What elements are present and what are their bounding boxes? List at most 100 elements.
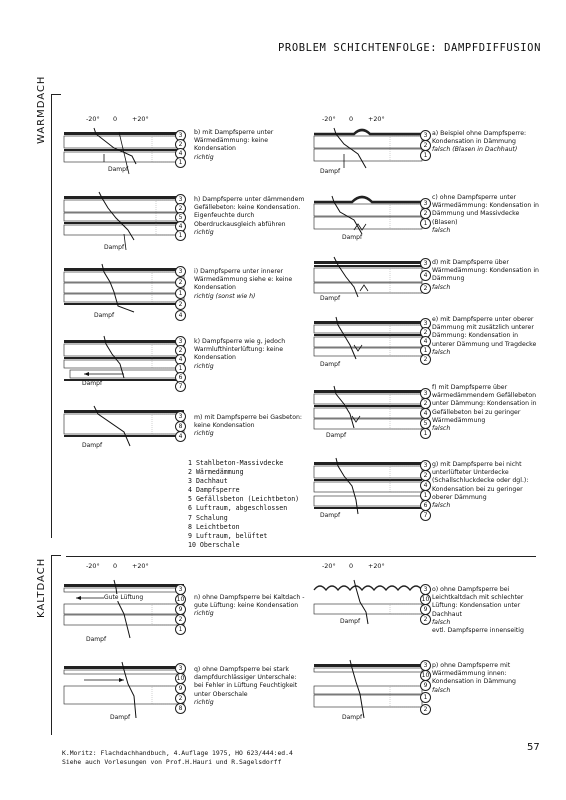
description-case-h: h) Dampfsperre unter dämmendem Gefällebe… xyxy=(194,196,306,237)
scale-min: -20° xyxy=(86,562,100,570)
kaltdach-divider xyxy=(51,555,52,735)
layer-number: 2 xyxy=(420,354,431,365)
case-verdict: richtig xyxy=(194,362,214,370)
case-verdict: richtig xyxy=(194,153,214,161)
description-case-n: n) ohne Dampfsperre bei Kaltdach - gute … xyxy=(194,594,306,619)
legend-item: 6 Luftraum, abgeschlossen xyxy=(188,504,288,513)
case-text: k) Dampfsperre wie g, jedoch Warmlufthin… xyxy=(194,338,286,362)
dampf-label: Dampf xyxy=(320,361,341,368)
legend-item: 2 Wärmedämmung xyxy=(188,468,244,477)
diagram-case-o: Dampf xyxy=(313,578,423,636)
case-text: n) ohne Dampfsperre bei Kaltdach - gute … xyxy=(194,594,305,610)
description-case-f: f) mit Dampfsperre über wärmedämmendem G… xyxy=(432,384,540,433)
description-case-i: i) Dampfsperre unter innerer Wärmedämmun… xyxy=(194,268,306,301)
diagram-case-i: Dampf xyxy=(63,262,185,324)
dampf-label: Dampf xyxy=(320,512,341,519)
case-text: g) mit Dampfsperre bei nicht unterlüftet… xyxy=(432,461,529,501)
legend-item: 5 Gefällsbeton (Leichtbeton) xyxy=(188,495,300,504)
dampf-label: Dampf xyxy=(320,168,341,175)
diagram-case-a: Dampf xyxy=(313,124,423,180)
diagram-case-g: Dampf xyxy=(313,456,423,524)
temperature-scale-right: -20° 0 +20° xyxy=(322,115,402,124)
warmdach-top-tick xyxy=(51,94,61,95)
legend-item: 10 Oberschale xyxy=(188,540,240,549)
case-verdict: falsch xyxy=(432,502,451,510)
case-note: evtl. Dampfsperre innenseitig xyxy=(432,627,524,635)
legend-item: 1 Stahlbeton-Massivdecke xyxy=(188,459,284,467)
case-verdict: falsch xyxy=(432,348,451,356)
diagram-case-b: Dampf xyxy=(63,124,185,180)
case-verdict: falsch xyxy=(432,425,451,433)
scale-zero: 0 xyxy=(113,115,118,123)
case-verdict: richtig xyxy=(194,430,214,438)
scale-zero: 0 xyxy=(349,115,354,123)
dampf-label: Dampf xyxy=(82,442,103,449)
temperature-scale-kalt-left: -20° 0 +20° xyxy=(86,562,166,571)
case-verdict: richtig (sonst wie h) xyxy=(194,292,256,300)
layer-number: 2 xyxy=(420,614,431,625)
layer-number: 1 xyxy=(175,157,186,168)
description-case-c: c) ohne Dampfsperre unter Wärmedämmung: … xyxy=(432,194,540,235)
description-case-e: e) mit Dampfsperre unter oberer Dämmung … xyxy=(432,316,540,357)
section-drawing xyxy=(313,659,423,719)
section-drawing xyxy=(313,579,423,625)
diagram-case-d: Dampf xyxy=(313,255,423,305)
scale-min: -20° xyxy=(86,115,100,123)
case-text: p) ohne Dampfsperre mit Wärmedämmung inn… xyxy=(432,662,516,686)
layer-number: 3 xyxy=(175,266,186,277)
diagram-case-p: Dampf xyxy=(313,658,423,726)
diagram-case-e: Dampf xyxy=(313,315,423,373)
section-drawing xyxy=(313,127,423,169)
layer-number: 1 xyxy=(420,428,431,439)
diagram-case-k: Dampf xyxy=(63,334,185,396)
case-text: d) mit Dampfsperre über Wärmedämmung: Ko… xyxy=(432,259,539,283)
page-number: 57 xyxy=(527,742,540,753)
case-text: h) Dampfsperre unter dämmendem Gefällebe… xyxy=(194,196,305,228)
scale-max: +20° xyxy=(368,115,385,123)
dampf-label: Dampf xyxy=(86,636,107,643)
layer-number: 2 xyxy=(420,283,431,294)
layer-number: 7 xyxy=(175,381,186,392)
scale-max: +20° xyxy=(132,562,149,570)
section-drawing xyxy=(63,405,185,447)
case-text: a) Beispiel ohne Dampfsperre: Kondensati… xyxy=(432,130,527,146)
legend-item: 9 Luftraum, belüftet xyxy=(188,531,268,540)
dampf-label: Dampf xyxy=(326,432,347,439)
layer-number: 1 xyxy=(175,624,186,635)
dampf-label: Dampf xyxy=(342,234,363,241)
section-drawing xyxy=(313,195,423,235)
scale-max: +20° xyxy=(132,115,149,123)
section-drawing xyxy=(313,256,423,298)
case-text: e) mit Dampfsperre unter oberer Dämmung … xyxy=(432,316,537,348)
case-text: i) Dampfsperre unter innerer Wärmedämmun… xyxy=(194,268,293,292)
diagram-case-h: Dampf xyxy=(63,190,185,254)
section-label-warmdach: WARMDACH xyxy=(36,75,47,144)
layer-number: 9 xyxy=(420,680,431,691)
case-text: o) ohne Dampfsperre bei Leichtkaltdach m… xyxy=(432,586,524,618)
description-case-b: b) mit Dampfsperre unter Wärmedämmung: k… xyxy=(194,129,306,162)
legend-item: 3 Dachhaut xyxy=(188,477,228,486)
case-verdict: richtig xyxy=(194,228,214,236)
layer-number: 4 xyxy=(175,431,186,442)
scale-zero: 0 xyxy=(113,562,118,570)
description-case-q: q) ohne Dampfsperre bei stark dampfdurch… xyxy=(194,666,306,707)
temperature-scale-left: -20° 0 +20° xyxy=(86,115,166,124)
description-case-a: a) Beispiel ohne Dampfsperre: Kondensati… xyxy=(432,130,540,155)
warmdach-divider xyxy=(51,94,52,538)
legend: 1 Stahlbeton-Massivdecke 2 Wärmedämmung … xyxy=(188,459,299,550)
description-case-k: k) Dampfsperre wie g, jedoch Warmlufthin… xyxy=(194,338,306,371)
legend-item: 7 Schalung xyxy=(188,513,228,522)
dampf-label: Dampf xyxy=(94,312,115,319)
description-case-p: p) ohne Dampfsperre mit Wärmedämmung inn… xyxy=(432,662,540,695)
description-case-m: m) mit Dampfsperre bei Gasbeton: keine K… xyxy=(194,414,306,439)
kaltdach-top-rule xyxy=(66,556,536,557)
case-text: c) ohne Dampfsperre unter Wärmedämmung: … xyxy=(432,194,539,226)
layer-number: 2 xyxy=(420,704,431,715)
case-verdict: falsch xyxy=(432,226,451,234)
diagram-case-m: Dampf xyxy=(63,402,185,454)
dampf-label: Dampf xyxy=(340,618,361,625)
dampf-label: Dampf xyxy=(82,380,103,387)
diagram-case-n: Gute Lüftung Dampf xyxy=(63,578,185,648)
layer-number: 3 xyxy=(420,258,431,269)
layer-number: 1 xyxy=(420,218,431,229)
